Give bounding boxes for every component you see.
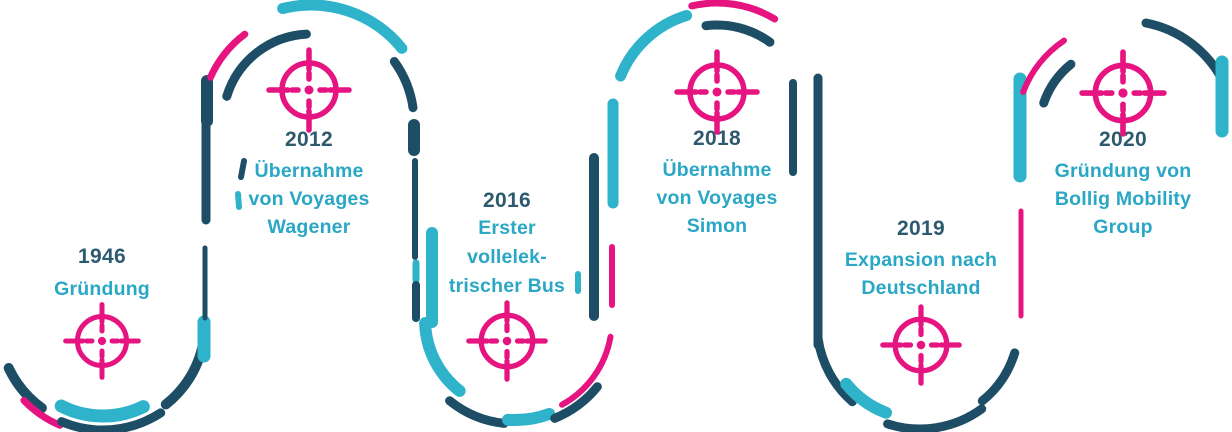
timeline-dash-segment — [1039, 59, 1076, 108]
timeline-dash-segment — [277, 0, 408, 54]
target-icon — [1079, 49, 1167, 137]
timeline-dash-segment — [883, 404, 987, 432]
target-icon — [674, 49, 760, 135]
milestone-label-line: Expansion nach — [844, 249, 998, 271]
milestone-label-line: Deutschland — [861, 277, 981, 299]
milestone-label-line: von Voyages — [248, 188, 370, 210]
timeline-dash-segment — [207, 30, 249, 81]
timeline-dash-segment — [57, 408, 166, 432]
milestone-label-line: Gründung von — [1054, 160, 1192, 182]
milestone-target-marker — [1078, 48, 1168, 143]
milestone-label-line: Bollig Mobility — [1054, 188, 1192, 210]
timeline-dash-segment — [20, 396, 64, 429]
timeline-dash-segment — [701, 20, 775, 47]
timeline-dash-segment — [550, 382, 602, 423]
timeline-dash-segment — [389, 57, 418, 113]
milestone-year: 2020 — [1099, 128, 1147, 151]
timeline-dash-segment — [54, 399, 150, 423]
milestone-year: 2012 — [285, 128, 333, 151]
target-icon — [266, 47, 352, 133]
milestone-label-line: Gründung — [54, 278, 150, 300]
timeline-dash-segment — [419, 317, 466, 397]
timeline-dash-segment — [840, 377, 892, 419]
timeline-dash-segment — [688, 0, 779, 23]
milestone-label-line: vollelek- — [467, 246, 547, 268]
timeline-dash-segment — [3, 363, 47, 414]
milestone-label-line: Erster — [478, 217, 536, 239]
milestone-label-line: von Voyages — [656, 187, 778, 209]
timeline-dash-segment — [559, 333, 614, 408]
milestone-year: 2018 — [693, 127, 741, 150]
milestone-year: 2016 — [483, 189, 531, 212]
milestone-label-line: trischer Bus — [448, 275, 566, 297]
milestone-year: 1946 — [78, 245, 126, 268]
timeline-dash-segment — [235, 191, 242, 210]
timeline-dash-segment — [1020, 37, 1067, 95]
target-icon — [880, 304, 962, 386]
milestone-label-line: Simon — [686, 215, 748, 237]
milestone-target-marker — [879, 303, 963, 392]
target-icon — [466, 300, 548, 382]
timeline-dash-segment — [615, 10, 693, 82]
milestone-year: 2019 — [897, 217, 945, 240]
timeline-dash-segment — [445, 396, 509, 428]
timeline-dash-segment — [813, 333, 857, 407]
milestone-label-line: Übernahme — [254, 160, 364, 182]
milestone-target-marker — [465, 299, 549, 388]
milestone-target-marker — [265, 46, 353, 139]
milestone-label-line: Group — [1093, 216, 1153, 238]
milestone-label-line: Wagener — [267, 216, 351, 238]
timeline-dash-segment — [222, 29, 311, 101]
timeline-dash-segment — [977, 348, 1020, 406]
milestone-label-line: Übernahme — [662, 159, 772, 181]
timeline-dash-segment — [502, 408, 556, 427]
target-icon — [63, 302, 141, 380]
milestone-target-marker — [62, 301, 142, 386]
milestone-target-marker — [673, 48, 761, 141]
timeline-dash-segment — [238, 158, 247, 180]
